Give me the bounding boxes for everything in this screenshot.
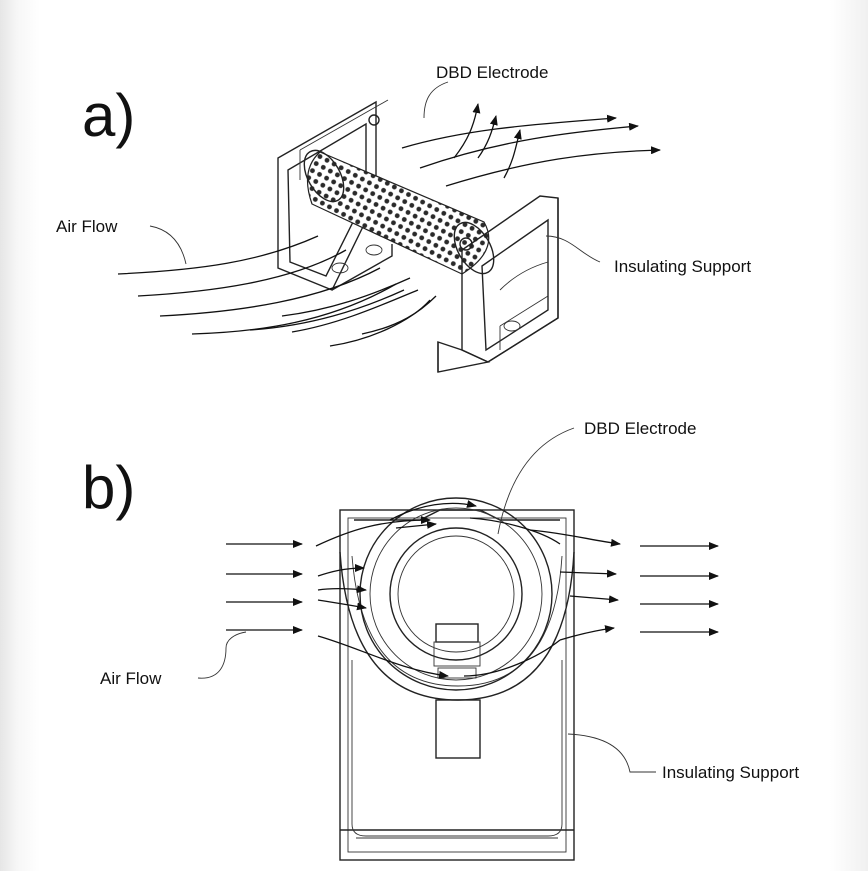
panel-b-electrode-leader — [497, 427, 575, 535]
panel-a-support-label: Insulating Support — [614, 257, 751, 276]
panel-b-airflow-leader — [197, 631, 247, 679]
panel-a-letter: a) — [82, 82, 135, 149]
panel-b-electrode-housing — [339, 497, 575, 701]
panel-a: a) — [56, 63, 751, 373]
panel-a-air-flow-lines — [117, 103, 661, 347]
panel-a-electrode-leader — [423, 81, 449, 119]
panel-a-airflow-leader — [149, 225, 187, 265]
panel-a-left-support — [277, 99, 393, 291]
panel-b-air-flow-label: Air Flow — [100, 669, 162, 688]
panel-a-support-leader — [545, 235, 601, 263]
panel-a-air-flow-label: Air Flow — [56, 217, 118, 236]
panel-b: b) — [82, 419, 799, 861]
panel-b-support-label: Insulating Support — [662, 763, 799, 782]
panel-b-air-flow-arrows — [226, 500, 719, 679]
panel-a-electrode-cylinder — [303, 114, 495, 275]
panel-b-support-leader — [567, 733, 656, 773]
panel-b-letter: b) — [82, 454, 135, 521]
panel-a-electrode-label: DBD Electrode — [436, 63, 548, 82]
panel-b-support-frame — [339, 509, 575, 861]
panel-b-electrode-label: DBD Electrode — [584, 419, 696, 438]
